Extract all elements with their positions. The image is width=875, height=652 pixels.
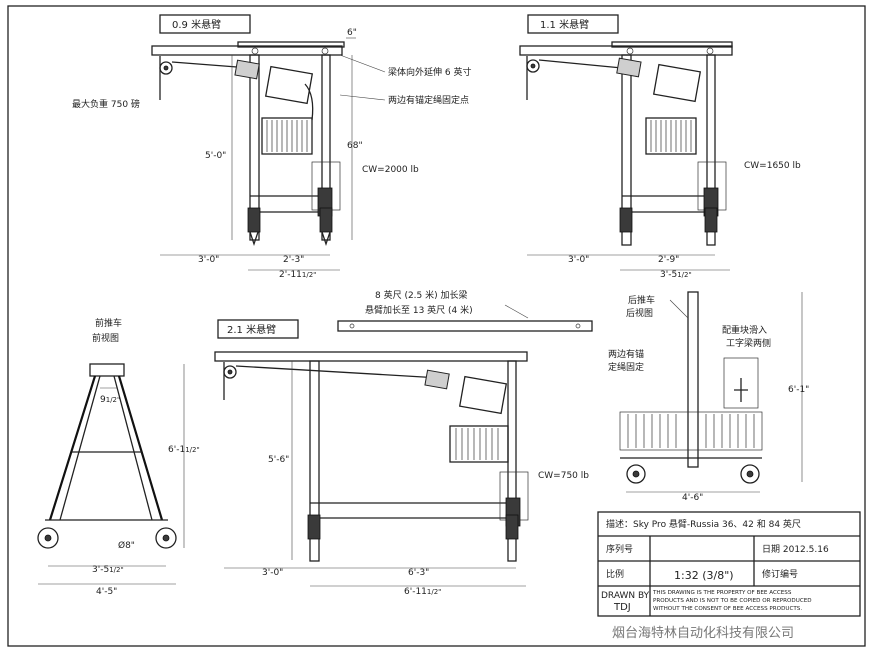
view-2-1m: 2.1 米悬臂 5'-6" CW=750 lb 3'-0" 6'-3" 6'-1… bbox=[214, 319, 589, 597]
title-block: 描述：Sky Pro 悬臂-Russia 36、42 和 84 英尺 序列号 日… bbox=[597, 511, 861, 617]
dim-2-9: 2'-9" bbox=[658, 255, 679, 265]
note-6in: 6" bbox=[347, 28, 357, 38]
view-title: 1.1 米悬臂 bbox=[540, 18, 589, 31]
rear-mast bbox=[321, 54, 331, 241]
dim-2-11: 2'-111/2" bbox=[279, 270, 316, 280]
max-load: 最大负重 750 磅 bbox=[72, 98, 140, 110]
svg-text:6'-11/2": 6'-11/2" bbox=[168, 445, 200, 455]
note-anchor: 两边有锚定绳固定点 bbox=[388, 94, 469, 106]
svg-text:DRAWN BY: DRAWN BY bbox=[601, 591, 650, 601]
svg-text:6'-111/2": 6'-111/2" bbox=[404, 587, 441, 597]
scale-value: 1:32 (3/8") bbox=[674, 569, 734, 582]
dim-3-5: 3'-51/2" bbox=[660, 270, 692, 280]
svg-text:THIS DRAWING IS THE PROPERTY O: THIS DRAWING IS THE PROPERTY OF BEE ACCE… bbox=[652, 590, 792, 596]
svg-text:4'-5": 4'-5" bbox=[96, 587, 117, 597]
view-title-box bbox=[159, 14, 251, 34]
svg-text:WITHOUT THE CONSENT OF BEE ACC: WITHOUT THE CONSENT OF BEE ACCESS PRODUC… bbox=[653, 606, 802, 612]
svg-text:3'-51/2": 3'-51/2" bbox=[92, 565, 124, 575]
cw-label: CW=750 lb bbox=[538, 471, 589, 481]
extension-line-1: 8 英尺 (2.5 米) 加长梁 bbox=[375, 289, 468, 301]
top-beam bbox=[151, 45, 343, 56]
svg-text:序列号: 序列号 bbox=[606, 543, 633, 555]
svg-text:6'-3": 6'-3" bbox=[408, 568, 429, 578]
svg-text:修订编号: 修订编号 bbox=[762, 568, 798, 580]
svg-text:后推车: 后推车 bbox=[628, 294, 655, 306]
svg-text:PRODUCTS AND IS NOT TO BE COPI: PRODUCTS AND IS NOT TO BE COPIED OR REPR… bbox=[653, 598, 812, 604]
cw-label: CW=1650 lb bbox=[744, 161, 801, 171]
cw-label: CW=2000 lb bbox=[362, 165, 419, 175]
svg-text:前视图: 前视图 bbox=[92, 332, 119, 344]
svg-text:两边有锚: 两边有锚 bbox=[608, 348, 644, 360]
sheet-border bbox=[7, 5, 866, 647]
dim-5-6: 5'-6" bbox=[268, 455, 289, 465]
svg-text:91/2": 91/2" bbox=[100, 395, 120, 405]
svg-text:定绳固定: 定绳固定 bbox=[608, 361, 644, 373]
svg-text:配重块滑入: 配重块滑入 bbox=[722, 324, 767, 336]
svg-text:TDJ: TDJ bbox=[613, 602, 631, 613]
company-watermark: 烟台海特林自动化科技有限公司 bbox=[612, 626, 794, 641]
mast bbox=[249, 54, 260, 241]
view-title: 2.1 米悬臂 bbox=[227, 323, 276, 336]
beam-cap bbox=[237, 41, 345, 48]
dim-3-0: 3'-0" bbox=[568, 255, 589, 265]
wheel-diameter: Ø8" bbox=[118, 540, 135, 551]
svg-text:后视图: 后视图 bbox=[626, 307, 653, 319]
view-title: 0.9 米悬臂 bbox=[172, 18, 221, 31]
dim-3-0: 3'-0" bbox=[198, 255, 219, 265]
rear-view: 后推车 后视图 两边有锚 定绳固定 配重块滑入 工字梁两侧 6'-1" 4'-6… bbox=[608, 291, 809, 503]
view-0-9m: 0.9 米悬臂 bbox=[72, 14, 471, 280]
dim-5-0: 5'-0" bbox=[205, 151, 226, 161]
dim-68: 68" bbox=[347, 141, 363, 151]
svg-text:工字梁两侧: 工字梁两侧 bbox=[726, 337, 771, 349]
svg-text:4'-6": 4'-6" bbox=[682, 493, 703, 503]
extension-beam: 8 英尺 (2.5 米) 加长梁 悬臂加长至 13 英尺 (4 米) bbox=[337, 289, 593, 332]
dim-2-3: 2'-3" bbox=[283, 255, 304, 265]
svg-text:6'-1": 6'-1" bbox=[788, 385, 809, 395]
note-extend: 梁体向外延伸 6 英寸 bbox=[388, 66, 471, 78]
view-1-1m: 1.1 米悬臂 CW=1650 lb 3'-0" 2'-9" 3'-51/2" bbox=[519, 14, 801, 280]
description: 描述：Sky Pro 悬臂-Russia 36、42 和 84 英尺 bbox=[606, 518, 801, 530]
front-view: 前推车 前视图 91/2" 6'-11/2" Ø8" 3'-51/2" 4'-5… bbox=[37, 317, 200, 597]
svg-text:3'-0": 3'-0" bbox=[262, 568, 283, 578]
svg-text:前推车: 前推车 bbox=[95, 317, 122, 329]
svg-text:比例: 比例 bbox=[606, 568, 624, 580]
svg-text:日期 2012.5.16: 日期 2012.5.16 bbox=[762, 544, 829, 555]
extension-line-2: 悬臂加长至 13 英尺 (4 米) bbox=[365, 304, 473, 316]
